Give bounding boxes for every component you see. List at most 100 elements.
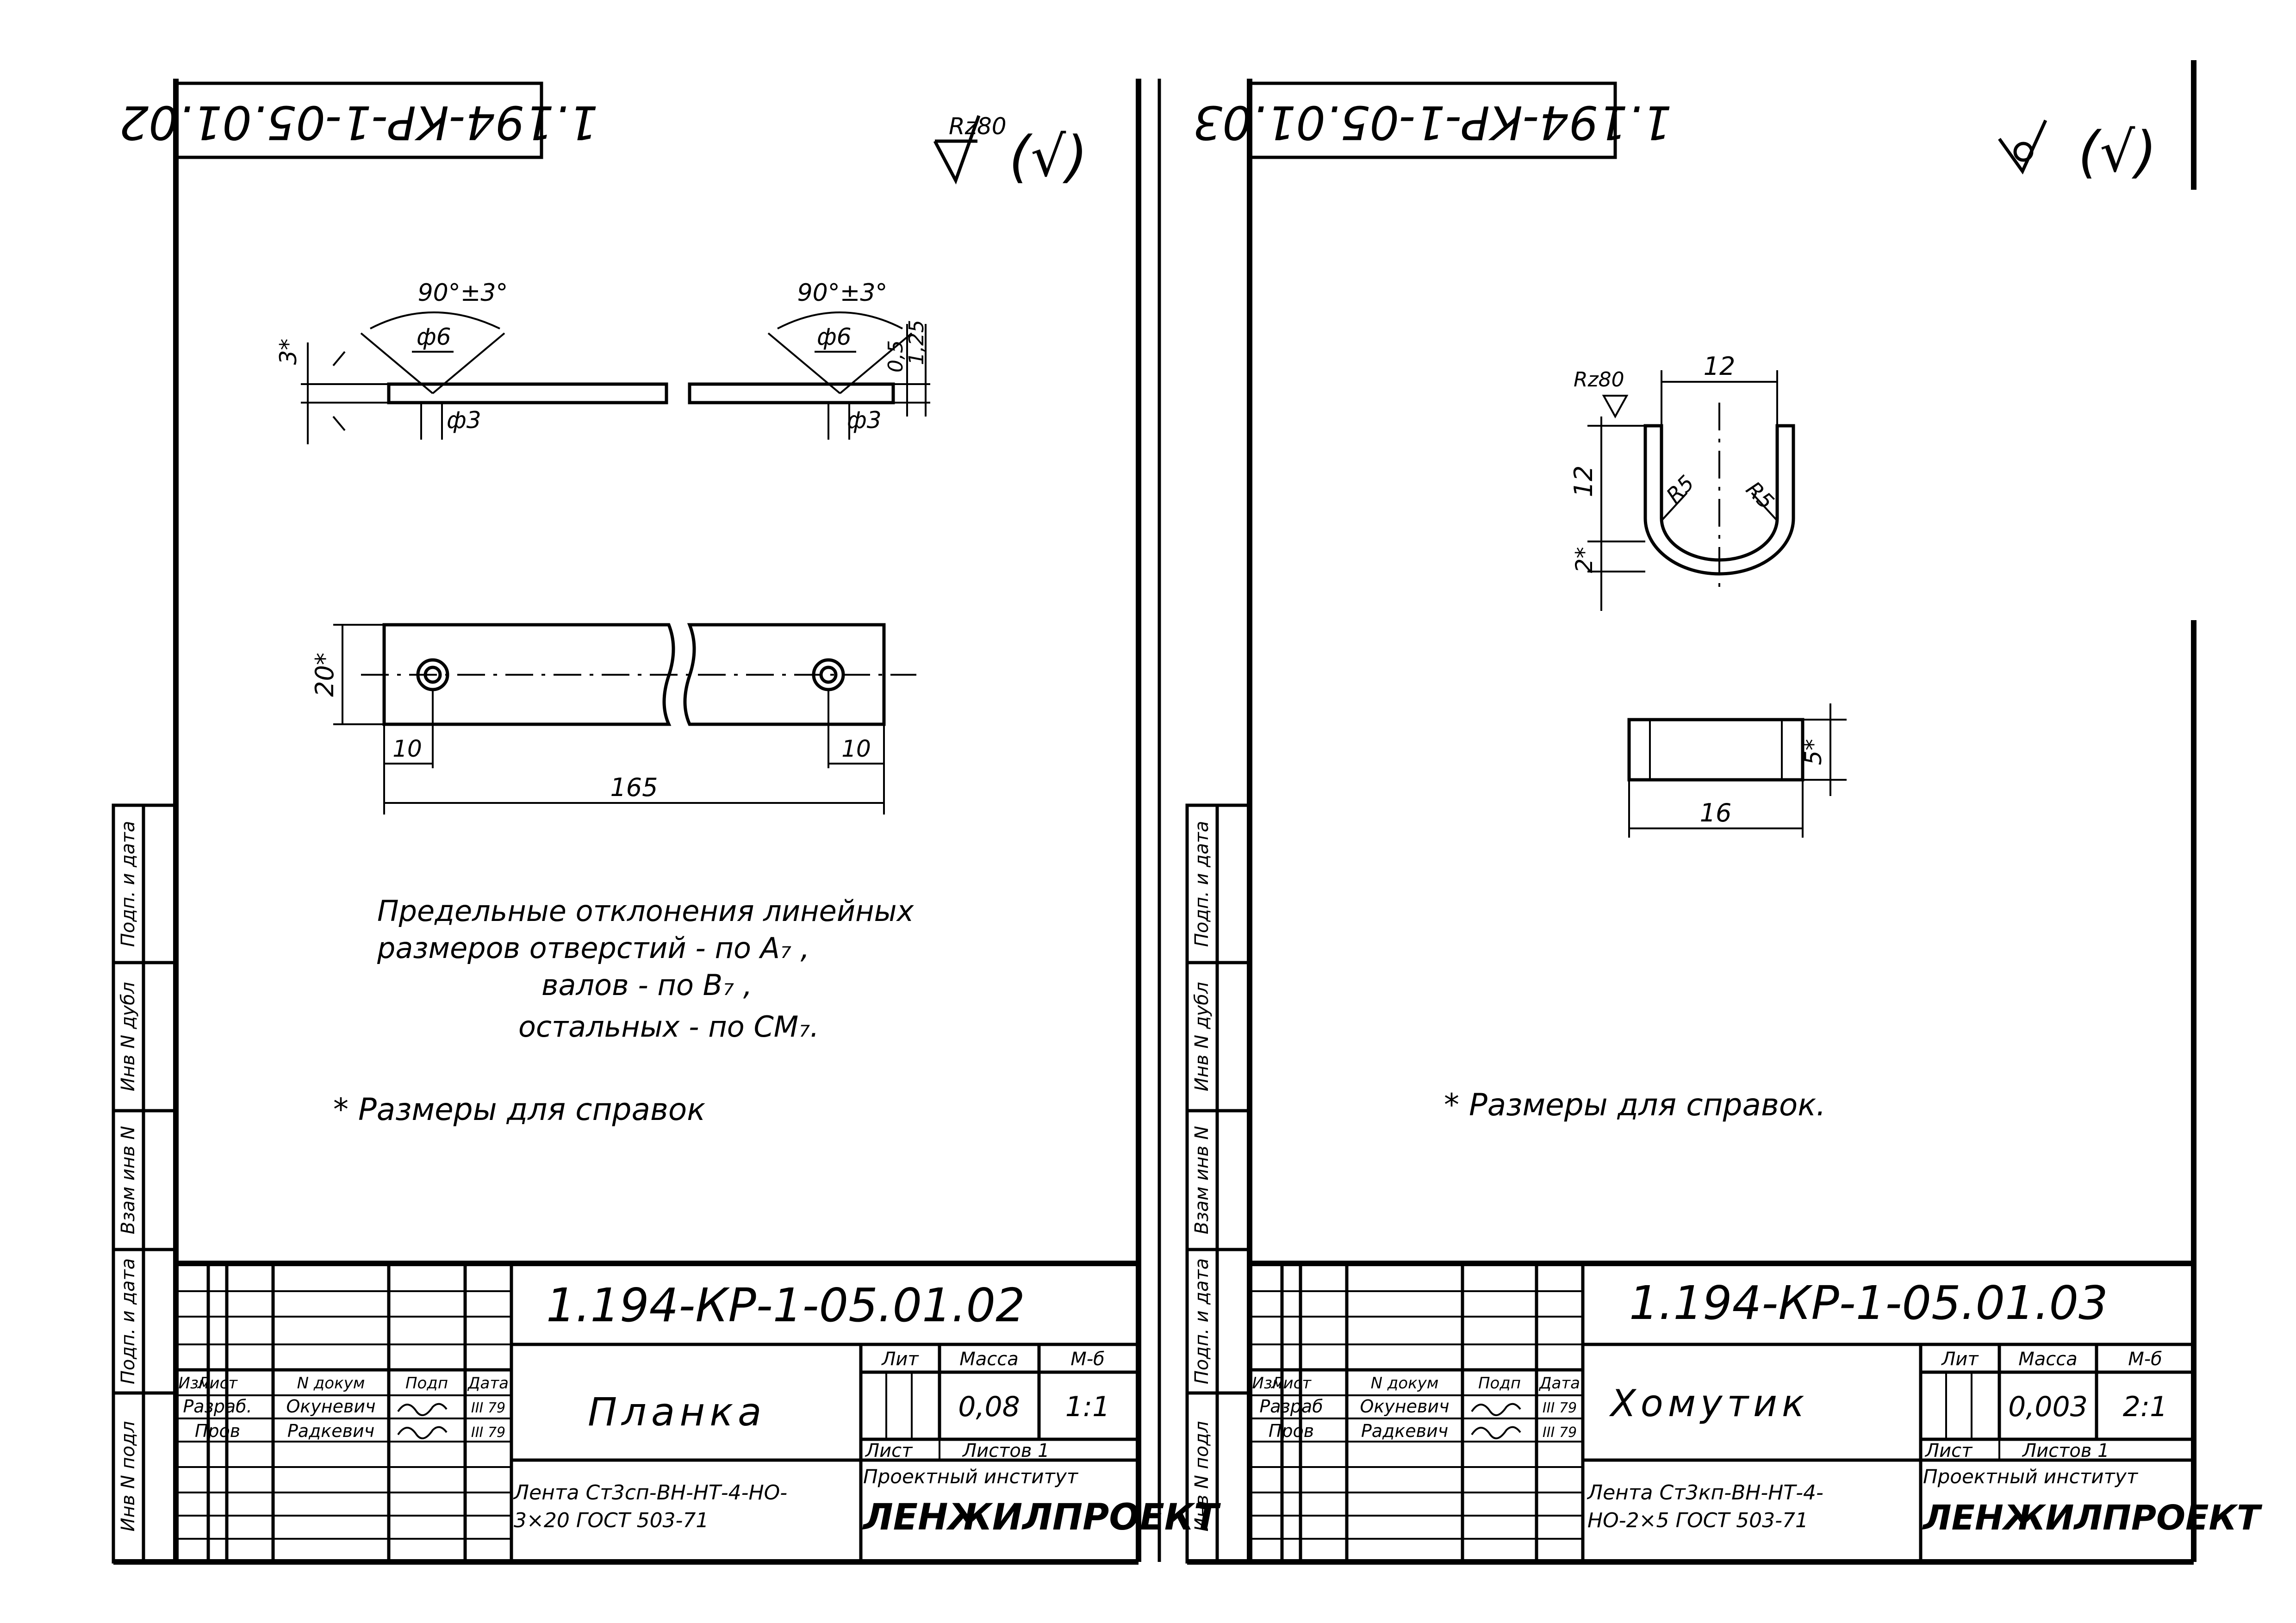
left-signature — [397, 1403, 448, 1416]
left-signature — [397, 1426, 448, 1439]
left-side-view-strip-a — [387, 382, 668, 404]
right-row-date: III 79 — [1543, 1400, 1577, 1416]
right-row-name: Окуневич — [1360, 1396, 1449, 1417]
right-hdr-date: Дата — [1538, 1374, 1580, 1393]
left-hole-inner — [819, 665, 838, 684]
right-radius-line — [1751, 492, 1778, 522]
left-lit-label: Лит — [881, 1349, 919, 1370]
right-hdr-doc: N докум — [1371, 1374, 1439, 1393]
right-code-box — [1248, 81, 1617, 159]
left-hole-inner — [423, 665, 442, 684]
left-hdr-sign: Подп — [405, 1374, 448, 1393]
left-note-4: остальных - по СМ₇. — [518, 1010, 819, 1044]
left-scale-value: 1:1 — [1065, 1391, 1110, 1423]
left-dim-d3: ф3 — [847, 407, 882, 434]
left-ref-note: * Размеры для справок — [333, 1092, 705, 1127]
right-mass-value: 0,003 — [2008, 1391, 2088, 1423]
left-row-role: Пров — [195, 1421, 240, 1441]
right-signature — [1471, 1426, 1521, 1439]
left-title-code: 1.194-КР-1-05.01.02 — [546, 1278, 1025, 1332]
left-sheet-label: Лист — [865, 1440, 913, 1461]
right-roughness-circle — [2013, 142, 2034, 162]
right-lit-label: Лит — [1941, 1349, 1979, 1370]
left-note-2: размеров отверстий - по А₇ , — [377, 931, 809, 965]
left-scale-label: М-б — [1070, 1349, 1105, 1370]
right-sheet-label: Лист — [1924, 1440, 1973, 1461]
left-company: ЛЕНЖИЛПРОЕКТ — [862, 1497, 1221, 1538]
left-dim-05: 0,5 — [884, 340, 908, 373]
left-angle-arc — [370, 311, 500, 330]
side-label-3: Взам инв N — [1191, 1126, 1213, 1234]
right-row-role: Пров — [1269, 1421, 1314, 1441]
left-code-rotated: 1.194-КР-1-05.01.02 — [119, 95, 598, 149]
left-hdr-izm: Изм — [178, 1374, 210, 1393]
left-dim-20star: 20* — [310, 653, 339, 697]
side-label-2: Подп. и дата — [1191, 1258, 1213, 1384]
right-material-1: Лента Ст3кп-ВН-НТ-4- — [1587, 1481, 1823, 1505]
left-sheet: 1.194-КР-1-05.01.02 Rz80 (√) 90°±3° 90°±… — [112, 79, 1221, 1565]
left-csk-line — [432, 332, 505, 394]
left-side-stamp: Инв N подл Подп. и дата Взам инв N Инв N… — [112, 803, 178, 1564]
left-part-name: Планка — [588, 1389, 766, 1435]
right-bottom-view — [1627, 718, 1804, 782]
left-institute: Проектный институт — [863, 1465, 1079, 1488]
left-code-box — [174, 81, 543, 159]
left-plan-view-a — [382, 623, 675, 726]
right-bracket-profile — [1643, 424, 1795, 576]
left-angle-label: 90°±3° — [797, 279, 888, 307]
left-dim-d6: ф6 — [817, 323, 852, 350]
side-label-1: Инв N подл — [118, 1421, 139, 1532]
right-dim-r5b: R5 — [1741, 477, 1779, 514]
right-roughness-label: Rz80 — [1574, 368, 1624, 392]
right-radius-line — [1661, 492, 1688, 522]
left-sheets-label: Листов 1 — [962, 1440, 1050, 1461]
right-dim-16: 16 — [1700, 798, 1732, 827]
right-roughness-small — [1602, 395, 1629, 419]
left-dim-165: 165 — [610, 773, 658, 802]
right-dim-r5a: R5 — [1661, 470, 1699, 508]
right-roughness-other: (√) — [2078, 120, 2157, 185]
left-mass-value: 0,08 — [958, 1391, 1020, 1423]
left-plan-view-b — [683, 623, 886, 726]
side-label-4: Инв N дубл — [118, 982, 139, 1092]
side-label-1: Инв N подл — [1191, 1421, 1213, 1532]
right-dim-5star: 5* — [1800, 739, 1827, 765]
right-ref-note: * Размеры для справок. — [1444, 1087, 1826, 1123]
left-material-2: 3×20 ГОСТ 503-71 — [514, 1509, 709, 1532]
left-roughness-marks — [332, 351, 346, 431]
right-part-name: Хомутик — [1609, 1382, 1809, 1425]
right-code-rotated: 1.194-КР-1-05.01.03 — [1193, 95, 1672, 149]
right-scale-value: 2:1 — [2123, 1391, 2168, 1423]
left-row-name: Окуневич — [286, 1396, 375, 1417]
right-dim-12w: 12 — [1704, 352, 1736, 381]
left-material-1: Лента Ст3сп-ВН-НТ-4-НО- — [513, 1481, 787, 1505]
side-label-2: Подп. и дата — [118, 1258, 139, 1384]
right-roughness-symbol — [1998, 119, 2047, 174]
left-dim-10a: 10 — [392, 735, 422, 762]
left-roughness-other: (√) — [1009, 125, 1088, 189]
left-note-1: Предельные отклонения линейных — [377, 894, 915, 928]
left-angle-arc — [777, 311, 903, 330]
side-label-3: Взам инв N — [118, 1126, 139, 1234]
right-title-code: 1.194-КР-1-05.01.03 — [1629, 1276, 2108, 1330]
right-hdr-sign: Подп — [1478, 1374, 1521, 1393]
side-label-4: Инв N дубл — [1191, 982, 1213, 1092]
right-dim-2star: 2* — [1571, 547, 1598, 573]
right-row-role: Разраб — [1259, 1396, 1323, 1417]
left-mass-label: Масса — [959, 1349, 1019, 1370]
right-scale-label: М-б — [2128, 1349, 2162, 1370]
left-dim-d6: ф6 — [417, 323, 451, 350]
right-title-block: Изм Лист N докум Подп Дата Разраб Окунев… — [1250, 1261, 2263, 1562]
left-hdr-list: Лист — [197, 1374, 238, 1393]
left-row-date: III 79 — [471, 1424, 505, 1441]
right-institute: Проектный институт — [1923, 1465, 2139, 1488]
left-hdr-date: Дата — [467, 1374, 509, 1393]
left-dim-d3: ф3 — [447, 407, 481, 434]
side-label-5: Подп. и дата — [118, 821, 139, 947]
left-dim-3star: 3* — [275, 339, 302, 365]
left-row-date: III 79 — [471, 1400, 505, 1416]
right-sheet: 1.194-КР-1-05.01.03 (√) R5 R5 12 Rz80 12… — [1185, 60, 2263, 1565]
right-row-date: III 79 — [1543, 1424, 1577, 1441]
left-hdr-doc: N докум — [297, 1374, 365, 1393]
